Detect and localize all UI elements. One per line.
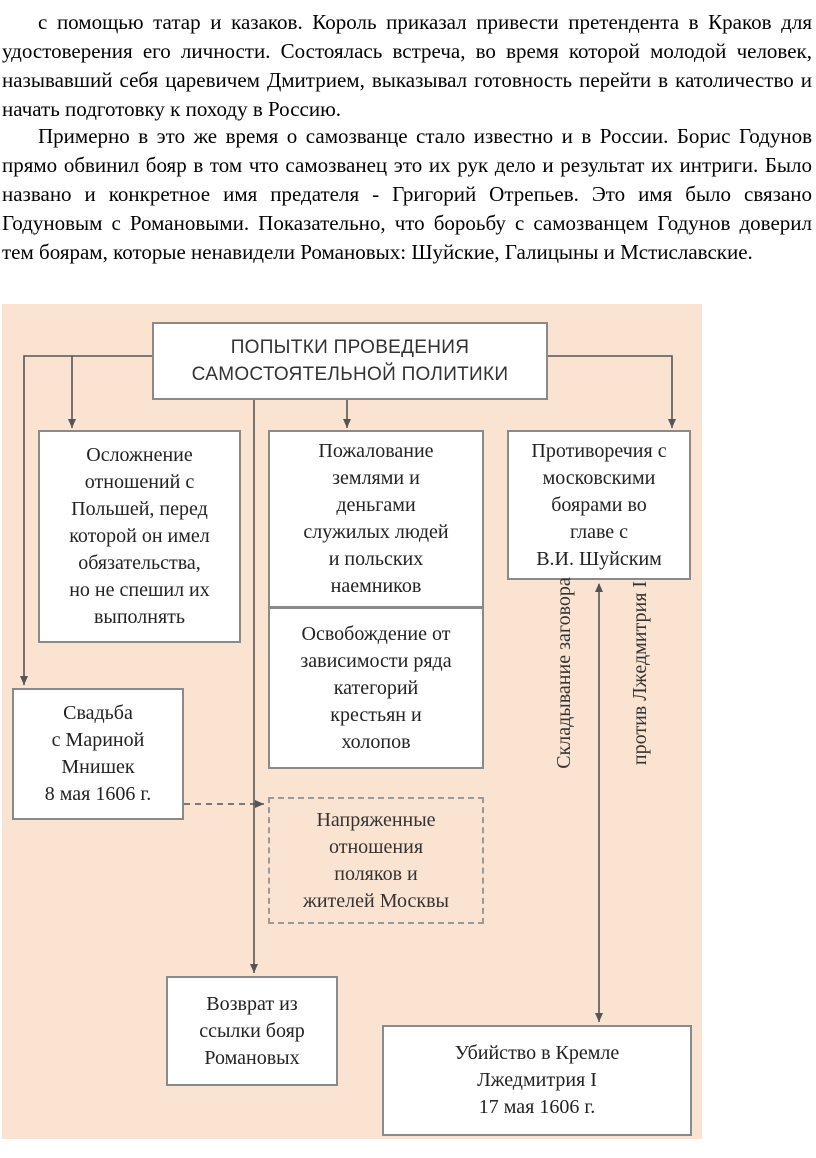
box-poland-relations: Осложнение отношений с Польшей, перед ко… <box>38 430 241 643</box>
box-peasant-liberation: Освобождение от зависимости ряда категор… <box>268 607 484 769</box>
box-romanovs-return: Возврат из ссылки бояр Романовых <box>166 976 338 1086</box>
box-boyar-contradictions: Противоречия с московскими боярами во гл… <box>507 430 691 580</box>
paragraph-1: с помощью татар и казаков. Король приказ… <box>2 10 812 121</box>
label-against-false-dmitry: против Лжедмитрия I <box>629 580 651 766</box>
diagram-title: ПОПЫТКИ ПРОВЕДЕНИЯ САМОСТОЯТЕЛЬНОЙ ПОЛИТ… <box>152 322 548 400</box>
box-kremlin-murder: Убийство в Кремле Лжедмитрия I 17 мая 16… <box>382 1025 692 1136</box>
diagram-connectors <box>20 355 676 1022</box>
box-land-grants: Пожалование землями и деньгами служилых … <box>268 430 484 608</box>
label-conspiracy: Складывание заговора <box>553 577 575 769</box>
box-tension: Напряженные отношения поляков и жителей … <box>268 797 484 924</box>
arrow-to-wedding <box>20 355 152 685</box>
paragraph-2: Примерно в это же время о самозванце ста… <box>2 124 812 264</box>
policy-diagram: ПОПЫТКИ ПРОВЕДЕНИЯ САМОСТОЯТЕЛЬНОЙ ПОЛИТ… <box>2 304 702 1139</box>
box-wedding: Свадьба с Мариной Мнишек 8 мая 1606 г. <box>12 688 184 820</box>
arrow-to-contradictions <box>548 355 676 428</box>
